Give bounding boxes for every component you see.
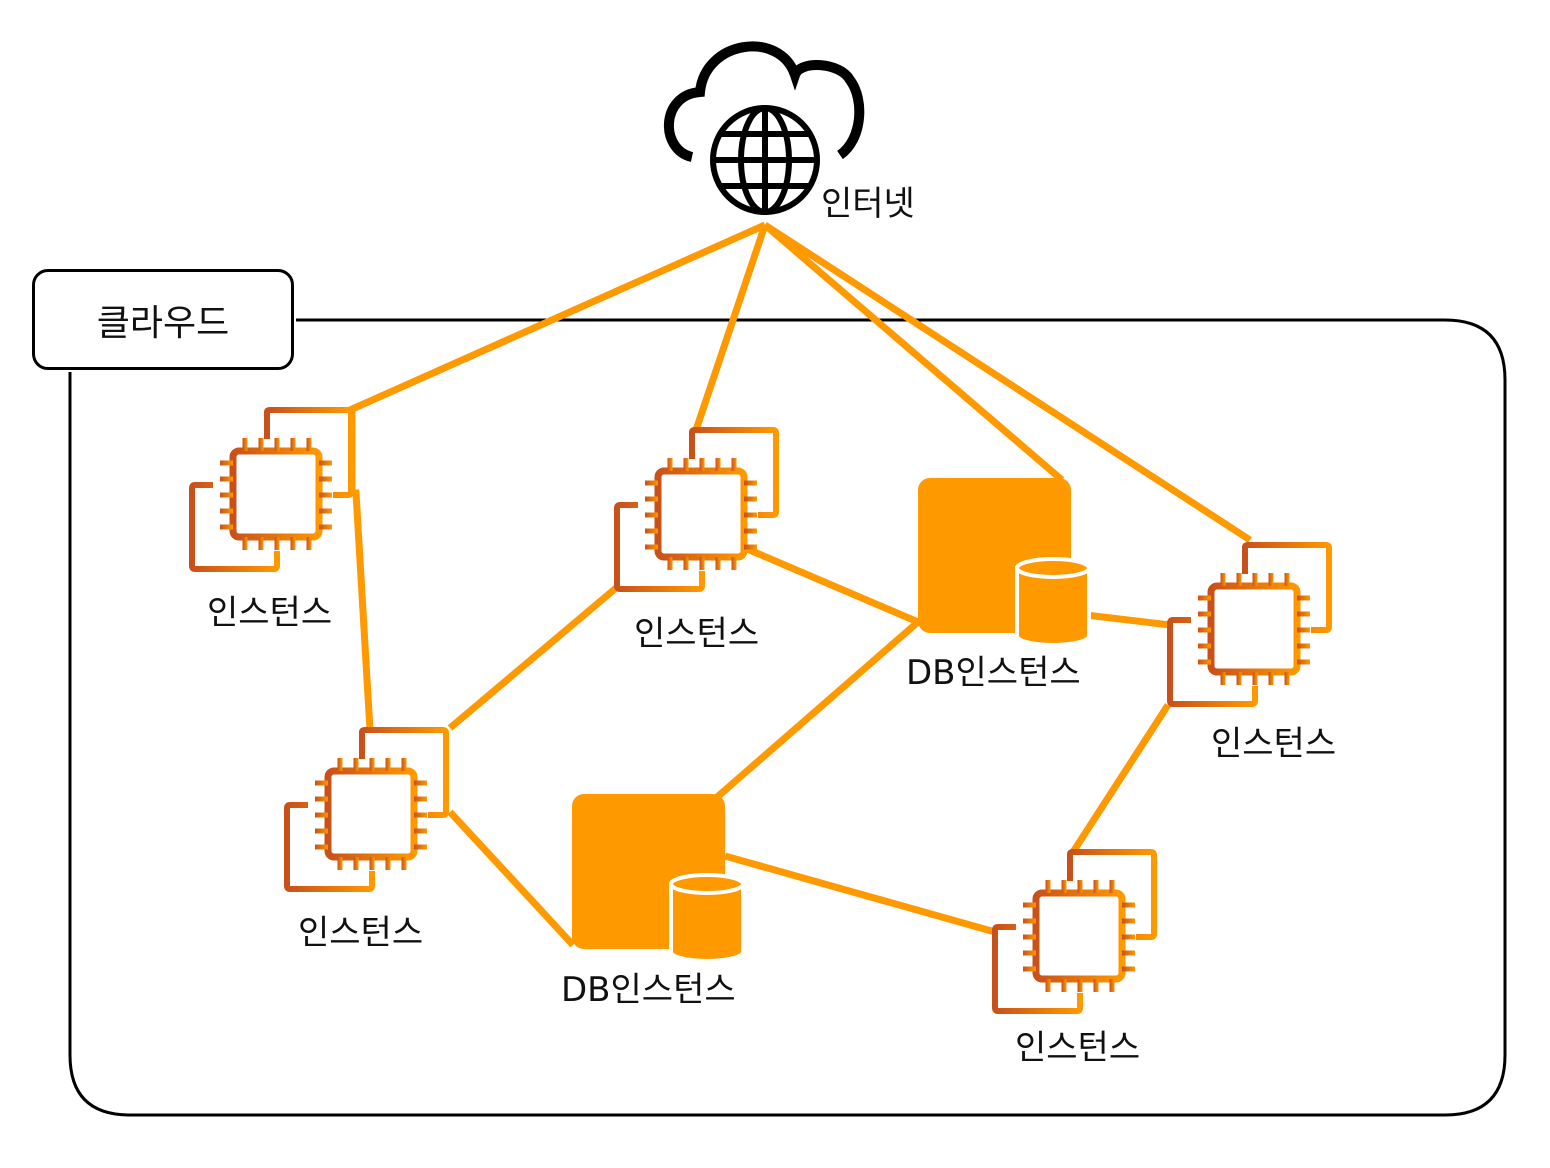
edge-inst4-db2 (447, 809, 576, 948)
instance-icon-inst5[interactable] (992, 849, 1157, 1014)
bracket-back (1242, 542, 1332, 633)
bracket-back (689, 427, 779, 518)
edge-internet-db1 (762, 222, 1065, 483)
edge-internet-inst3 (763, 222, 1252, 543)
internet-label: 인터넷 (821, 184, 915, 224)
edge-inst2-inst4 (447, 585, 619, 731)
internet-cloud-icon (664, 41, 865, 162)
db-instance-icon-db2[interactable] (572, 794, 745, 963)
cloud-group-title: 클라우드 (96, 302, 230, 344)
edge-internet-inst1 (348, 221, 767, 414)
instance-icon-inst4[interactable] (284, 727, 449, 892)
bracket-back (1067, 849, 1157, 940)
bracket-back (359, 727, 449, 818)
db-cylinder-top (1015, 557, 1091, 579)
node-label-inst5: 인스턴스 (1015, 1028, 1141, 1068)
node-label-inst2: 인스턴스 (634, 614, 760, 654)
edges (348, 221, 1252, 948)
db-cylinder-top (669, 873, 745, 895)
instance-icon-inst1[interactable] (189, 407, 354, 572)
chip-body (229, 447, 323, 541)
node-label-inst3: 인스턴스 (1211, 724, 1337, 764)
bracket-front (992, 924, 1083, 1014)
chip-body (1032, 889, 1126, 983)
edge-inst3-inst5 (1070, 703, 1171, 854)
bracket-front (284, 802, 375, 892)
chip-body (324, 767, 418, 861)
cloud-group-border (68, 318, 1507, 1117)
bracket-back (264, 407, 354, 498)
edge-inst2-db1 (736, 541, 920, 626)
node-label-inst1: 인스턴스 (207, 593, 333, 633)
instance-icon-inst3[interactable] (1167, 542, 1332, 707)
db-cylinder (1015, 566, 1091, 647)
edge-db1-db2 (713, 619, 921, 801)
node-label-db1: DB인스턴스 (906, 653, 1081, 693)
instance-icon-inst2[interactable] (614, 427, 779, 592)
db-cylinder (669, 882, 745, 963)
edge-inst1-inst4 (348, 410, 374, 731)
globe-icon (710, 105, 820, 215)
chip-body (654, 467, 748, 561)
node-label-inst4: 인스턴스 (298, 913, 424, 953)
edge-db1-inst3 (1085, 611, 1171, 629)
edge-db2-inst5 (724, 852, 996, 936)
db-instance-icon-db1[interactable] (918, 478, 1091, 647)
node-label-db2: DB인스턴스 (561, 970, 736, 1010)
bracket-front (189, 482, 280, 572)
cloud-group-label: 클라우드 (32, 269, 294, 370)
bracket-front (1167, 617, 1258, 707)
edge-internet-inst2 (692, 223, 769, 432)
chip-body (1207, 582, 1301, 676)
bracket-front (614, 502, 705, 592)
